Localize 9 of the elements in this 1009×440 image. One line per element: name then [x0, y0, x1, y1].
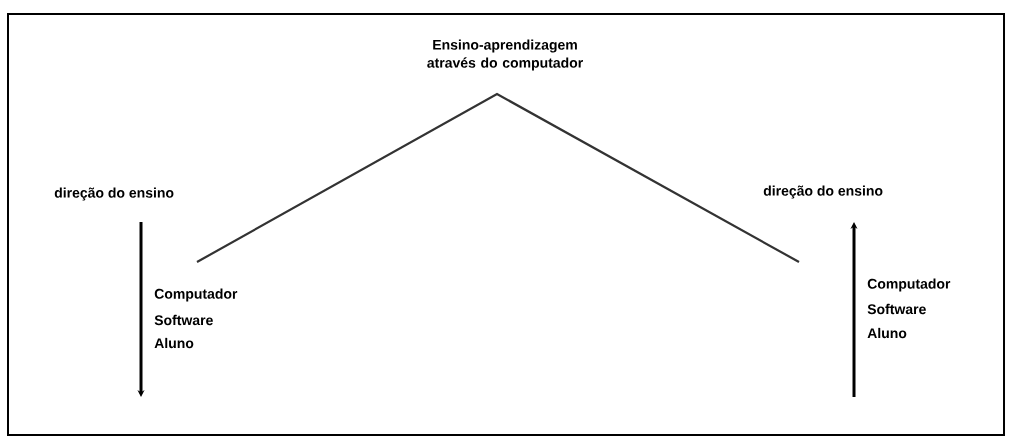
item-label: Software [154, 314, 213, 326]
direction-label: direção do ensino [54, 187, 174, 201]
direction-label: direção do ensino [763, 185, 883, 199]
item-label: Computador [867, 278, 951, 292]
item-label: Computador [154, 288, 238, 302]
item-label: Software [867, 303, 926, 315]
heading-text: Ensino-aprendizagem através do computador [427, 39, 583, 71]
item-label: Aluno [154, 337, 194, 349]
item-label: Aluno [867, 327, 907, 339]
